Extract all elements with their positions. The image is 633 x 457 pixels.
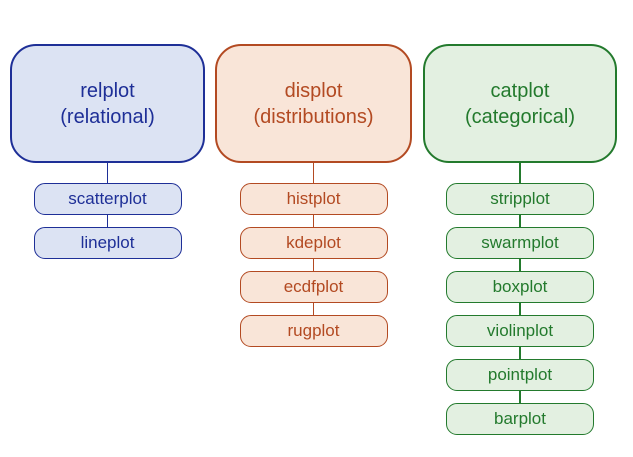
node-lineplot: lineplot xyxy=(33,227,182,259)
connector-line xyxy=(106,163,109,183)
kdeplot-label: kdeplot xyxy=(286,233,341,252)
catplot-column: catplot (categorical) stripplot swarmplo… xyxy=(423,44,617,435)
relplot-column: relplot (relational) scatterplot lineplo… xyxy=(10,44,205,259)
connector-line xyxy=(519,347,521,359)
connector-line xyxy=(519,303,521,315)
node-histplot: histplot xyxy=(239,183,388,215)
node-catplot: catplot (categorical) xyxy=(423,44,617,163)
node-scatterplot: scatterplot xyxy=(33,183,182,215)
connector-line xyxy=(519,215,521,227)
relplot-title: relplot xyxy=(80,79,135,102)
connector-line xyxy=(312,259,315,271)
node-boxplot: boxplot xyxy=(446,271,594,303)
connector-line xyxy=(519,391,521,403)
node-displot: displot (distributions) xyxy=(215,44,412,163)
violinplot-label: violinplot xyxy=(486,321,554,340)
displot-column: displot (distributions) histplot kdeplot… xyxy=(215,44,412,347)
swarmplot-label: swarmplot xyxy=(481,233,559,252)
connector-line xyxy=(519,163,521,183)
stripplot-label: stripplot xyxy=(490,189,550,208)
boxplot-label: boxplot xyxy=(492,277,548,296)
rugplot-label: rugplot xyxy=(287,321,340,340)
lineplot-label: lineplot xyxy=(80,233,135,252)
connector-line xyxy=(312,163,315,183)
displot-title: displot xyxy=(284,79,343,102)
histplot-label: histplot xyxy=(286,189,341,208)
catplot-qualifier: (categorical) xyxy=(464,105,576,128)
node-kdeplot: kdeplot xyxy=(239,227,388,259)
displot-qualifier: (distributions) xyxy=(253,105,374,128)
connector-line xyxy=(106,215,109,227)
node-violinplot: violinplot xyxy=(446,315,594,347)
relplot-qualifier: (relational) xyxy=(60,105,155,128)
connector-line xyxy=(312,215,315,227)
node-rugplot: rugplot xyxy=(239,315,388,347)
node-pointplot: pointplot xyxy=(446,359,594,391)
connector-line xyxy=(312,303,315,315)
node-swarmplot: swarmplot xyxy=(446,227,594,259)
node-barplot: barplot xyxy=(446,403,594,435)
catplot-title: catplot xyxy=(490,79,550,102)
node-ecdfplot: ecdfplot xyxy=(239,271,388,303)
barplot-label: barplot xyxy=(494,409,546,428)
connector-line xyxy=(519,259,521,271)
ecdfplot-label: ecdfplot xyxy=(283,277,344,296)
pointplot-label: pointplot xyxy=(487,365,553,384)
node-relplot: relplot (relational) xyxy=(10,44,205,163)
node-stripplot: stripplot xyxy=(446,183,594,215)
scatterplot-label: scatterplot xyxy=(68,189,147,208)
